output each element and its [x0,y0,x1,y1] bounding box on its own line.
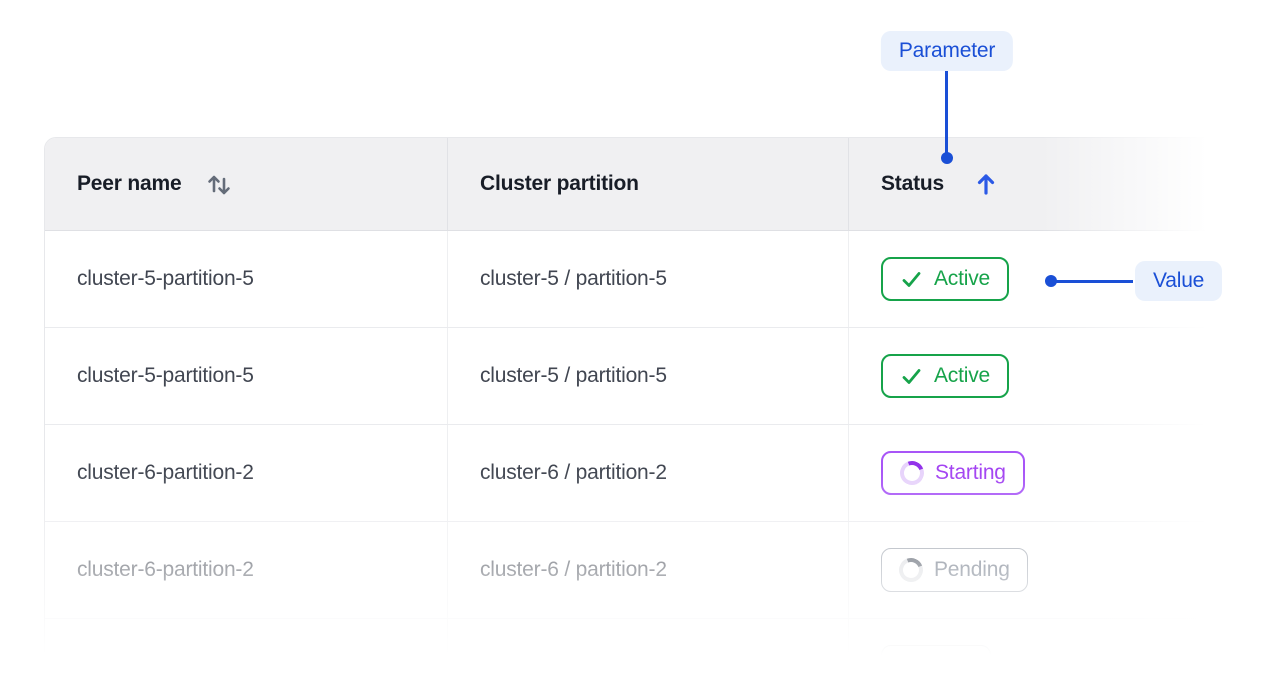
peer-name-cell [45,619,447,688]
status-badge: Active [881,257,1009,301]
column-header-cluster-partition[interactable]: Cluster partition [447,138,848,230]
peer-name-cell: cluster-6-partition-2 [77,558,254,581]
column-header-label: Status [881,172,944,195]
peer-name-cell: cluster-5-partition-5 [77,364,254,387]
status-badge-label: Active [934,267,990,290]
status-badge-label: Active [934,364,990,387]
parameter-connector-line [945,71,948,154]
table-row[interactable]: cluster-5-partition-5 cluster-5 / partit… [45,231,1231,328]
status-badge-label: Pending [934,558,1010,581]
status-cell: Starting [848,425,1231,521]
status-badge: Active [881,354,1009,398]
spinner-icon [895,554,927,586]
cluster-partition-cell: cluster-5 / partition-5 [447,231,848,327]
cluster-partition-cell [447,619,848,688]
value-callout: Value [1135,261,1223,301]
sort-ascending-icon[interactable] [972,170,1000,198]
check-icon [902,368,921,384]
column-header-label: Cluster partition [480,172,639,195]
check-icon [902,271,921,287]
table-row[interactable]: cluster-6-partition-2 cluster-6 / partit… [45,425,1231,522]
status-badge: Pending [881,548,1028,592]
table-row[interactable] [45,619,1231,688]
spinner-icon [896,457,928,489]
cluster-partition-cell: cluster-5 / partition-5 [447,328,848,424]
parameter-connector-dot [941,152,953,164]
table-row[interactable]: cluster-6-partition-2 cluster-6 / partit… [45,522,1231,619]
column-header-peer-name[interactable]: Peer name [45,138,447,230]
value-connector-line [1055,280,1133,283]
column-header-label: Peer name [77,172,182,195]
status-badge [881,645,991,688]
cluster-partition-cell: cluster-6 / partition-2 [447,522,848,618]
column-header-status[interactable]: Status [848,138,1231,230]
cluster-partition-cell: cluster-6 / partition-2 [447,425,848,521]
table-row[interactable]: cluster-5-partition-5 cluster-5 / partit… [45,328,1231,425]
status-badge: Starting [881,451,1025,495]
peer-name-cell: cluster-5-partition-5 [77,267,254,290]
status-cell: Active [848,231,1231,327]
table-header-row: Peer name Cluster partition Status [45,138,1231,231]
sort-toggle-icon[interactable] [203,168,235,200]
status-cell: Pending [848,522,1231,618]
peer-name-cell: cluster-6-partition-2 [77,461,254,484]
status-badge-label: Starting [935,461,1006,484]
status-cell [848,619,1231,688]
parameter-callout: Parameter [880,31,1014,71]
peers-table: Peer name Cluster partition Status [44,137,1232,688]
status-cell: Active [848,328,1231,424]
